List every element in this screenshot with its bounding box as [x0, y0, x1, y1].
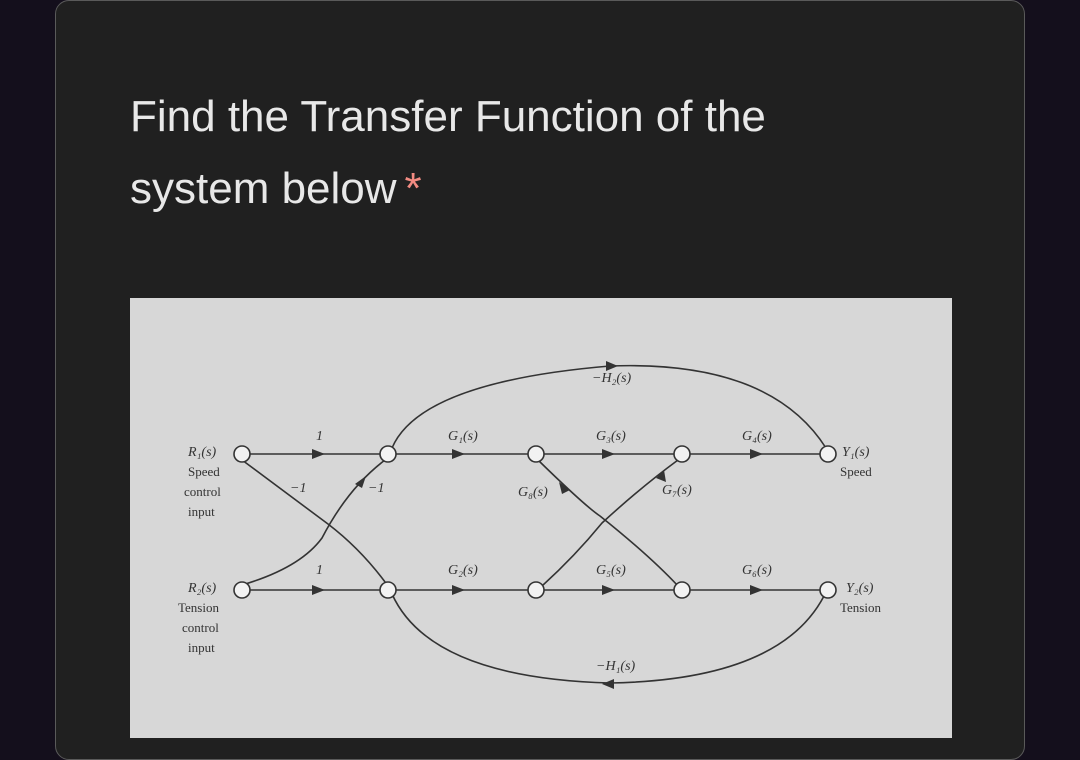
label-r2-desc-1: Tension [178, 600, 219, 615]
label-g6: G₆(s) [742, 563, 772, 578]
question-title: Find the Transfer Function of the system… [130, 81, 890, 225]
question-text: Find the Transfer Function of the system… [130, 92, 766, 213]
label-r2: R₂(s) [187, 581, 217, 596]
node-top-1 [379, 445, 397, 463]
label-y1: Y₁(s) [842, 445, 870, 460]
signal-flow-graph: −H₂(s) G₁(s) G₃(s) G₄(s) G₈(s) G₇(s) G₂(… [178, 361, 881, 689]
label-y2-desc: Tension [840, 600, 881, 615]
branch-g8-cross [537, 459, 679, 587]
node-bottom-2 [527, 581, 545, 599]
label-r1-desc-1: Speed [188, 464, 220, 479]
label-r2-desc-3: input [188, 640, 215, 655]
label-r1: R₁(s) [187, 445, 217, 460]
label-y1-desc: Speed [840, 464, 872, 479]
node-r2 [233, 581, 251, 599]
label-h1: −H₁(s) [596, 659, 636, 674]
node-y2 [819, 581, 837, 599]
label-g1: G₁(s) [448, 429, 478, 444]
label-r1-desc-3: input [188, 504, 215, 519]
node-bottom-3 [673, 581, 691, 599]
signal-flow-graph-image: −H₂(s) G₁(s) G₃(s) G₄(s) G₈(s) G₇(s) G₂(… [130, 298, 952, 738]
label-g5: G₅(s) [596, 563, 626, 578]
node-bottom-1 [379, 581, 397, 599]
label-g7: G₇(s) [662, 483, 692, 498]
label-h2: −H₂(s) [592, 371, 632, 386]
node-r1 [233, 445, 251, 463]
question-card: Find the Transfer Function of the system… [55, 0, 1025, 760]
label-r1-desc-2: control [184, 484, 221, 499]
label-one-top: 1 [316, 429, 323, 444]
label-g3: G₃(s) [596, 429, 626, 444]
label-r2-desc-2: control [182, 620, 219, 635]
label-g2: G₂(s) [448, 563, 478, 578]
label-minus-one-a: −1 [290, 481, 306, 496]
label-one-bottom: 1 [316, 563, 323, 578]
node-top-3 [673, 445, 691, 463]
label-y2: Y₂(s) [846, 581, 874, 596]
node-top-2 [527, 445, 545, 463]
label-g4: G₄(s) [742, 429, 772, 444]
label-minus-one-b: −1 [368, 481, 384, 496]
node-y1 [819, 445, 837, 463]
required-asterisk: * [404, 164, 422, 213]
label-g8: G₈(s) [518, 485, 548, 500]
branch-g7-cross [541, 459, 679, 587]
branch-minus-one-a [241, 459, 389, 587]
